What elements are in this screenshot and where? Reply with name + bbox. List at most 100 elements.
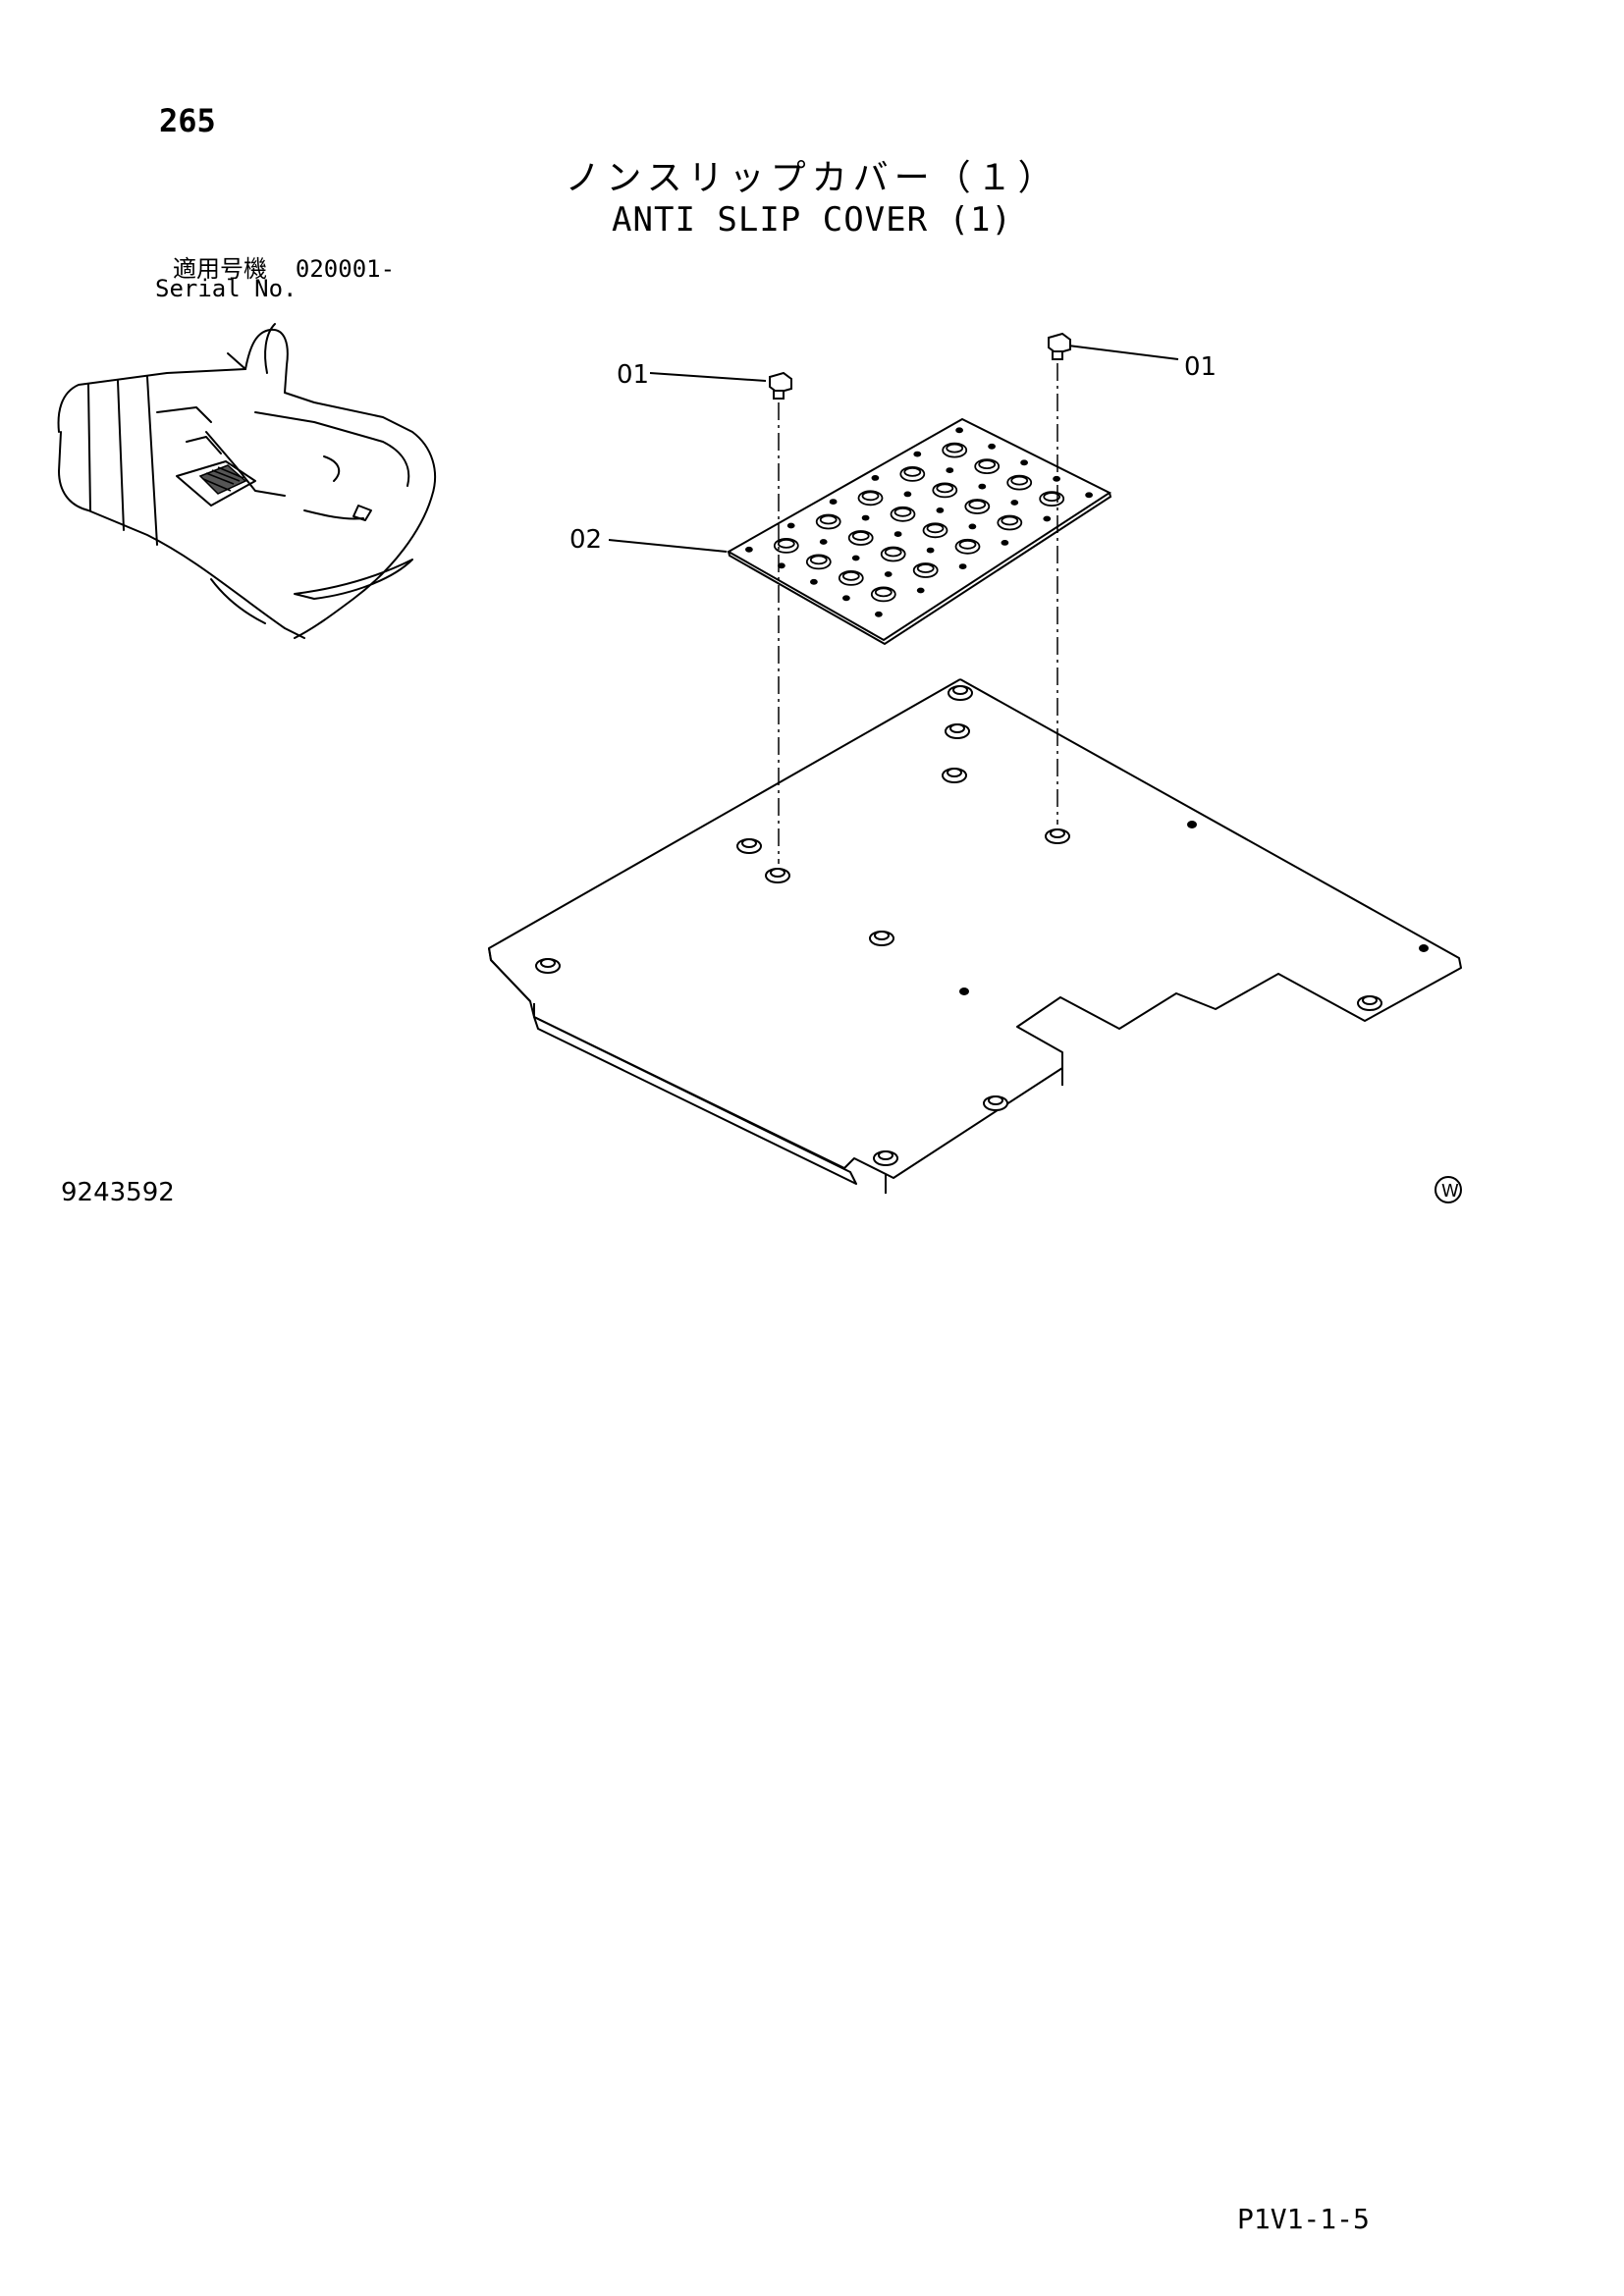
plate-stud-top [809,555,828,565]
plate-stud [997,514,1023,531]
plate-stud-top [841,571,860,581]
plate-small-hole [875,611,883,617]
plate-stud [1006,474,1033,491]
plate-stud-top [1001,515,1019,526]
plate-stud-top [903,466,922,477]
plate-stud-top [851,531,870,541]
illustration-code: 9243592 [61,1178,175,1207]
floor-boss [765,868,790,883]
floor-boss [873,1150,898,1166]
plate-small-hole [955,427,963,434]
plate-small-hole [851,555,860,561]
plate-small-hole [978,483,987,490]
floor-boss [942,768,967,783]
plate-stud [1039,491,1065,507]
plate-stud-top [861,491,880,502]
floor-boss [959,988,969,995]
plate-small-hole [1053,475,1060,482]
plate-stud [912,562,939,578]
serial-label-english: Serial No. [155,275,298,302]
plate-stud-top [819,514,838,525]
plate-small-hole [958,563,967,569]
plate-stud [974,458,1001,475]
plate-stud-top [874,587,893,598]
plate-stud [838,570,864,586]
plate-small-hole [778,562,785,569]
plate-small-hole [829,499,838,506]
plate-small-hole [946,467,954,474]
plate-stud-top [1010,475,1029,486]
title-english: ANTI SLIP COVER (1) [612,200,1012,240]
w-mark: W [1435,1176,1462,1203]
bolt-centerlines [778,363,1058,864]
plate-stud [847,530,874,546]
plate-stud [857,490,884,507]
plate-small-hole [884,571,893,577]
floor-plate [488,678,1462,1194]
plate-small-hole [988,443,996,450]
serial-line-japanese: 適用号機 020001- [173,249,395,284]
floor-boss [1045,828,1070,844]
floor-boss [1187,821,1197,828]
plate-small-hole [786,522,795,529]
plate-stud-top [968,500,987,509]
plate-stud [932,482,958,499]
serial-label-japanese: 適用号機 [173,255,267,283]
serial-value: 020001- [295,255,396,283]
plate-small-hole [968,523,977,530]
bolt-right [1048,332,1071,360]
plate-stud-top [936,483,954,494]
floor-boss [869,931,894,946]
floor-boss [535,958,561,974]
title-japanese: ノンスリップカバー（１） [565,158,1059,198]
page-number: 265 [159,102,216,139]
callout-label-left: 01 [617,360,649,390]
plate-small-hole [903,491,912,498]
anti-slip-cover-plate [726,417,1112,646]
plate-stud [815,513,841,530]
plate-small-hole [916,587,925,594]
plate-stud-top [916,563,935,573]
plate-small-hole [861,514,870,521]
plate-stud [922,522,948,539]
plate-small-hole [1085,492,1093,499]
plate-stud [899,465,926,482]
plate-stud [880,546,906,562]
floor-fixtures [535,685,1429,1166]
plate-small-hole [842,595,850,602]
plate-stud [773,538,799,554]
page-reference: P1V1-1-5 [1237,2203,1370,2235]
plate-stud-top [1043,492,1061,503]
locator-highlight-mesh [198,464,247,495]
plate-stud [870,586,896,603]
plate-small-hole [926,547,935,554]
plate-small-hole [745,546,753,553]
plate-small-hole [1001,540,1009,546]
plate-stud-top [926,523,945,534]
plate-small-hole [810,578,818,585]
floor-boss [983,1095,1008,1111]
plate-small-hole [819,539,828,545]
w-mark-letter: W [1441,1181,1459,1201]
plate-stud [954,538,981,555]
plate-small-hole [936,507,945,513]
plate-stud [805,554,832,570]
excavator-locator-thumbnail [57,323,437,639]
plate-small-hole [1043,515,1052,522]
plate-stud-top [884,547,902,558]
callout-leaders [608,345,1179,553]
plate-stud-top [958,539,977,550]
plate-small-hole [871,474,880,481]
floor-boss [945,723,970,739]
callout-label-cover: 02 [569,525,602,555]
plate-small-hole [1020,459,1028,466]
floor-boss [947,685,973,701]
plate-holes [745,427,1093,617]
plate-stud [942,442,968,458]
floor-boss [1419,944,1429,952]
plate-stud-top [777,539,795,549]
floor-boss [1357,995,1382,1011]
floor-boss [736,838,762,854]
plate-stud [964,499,991,514]
